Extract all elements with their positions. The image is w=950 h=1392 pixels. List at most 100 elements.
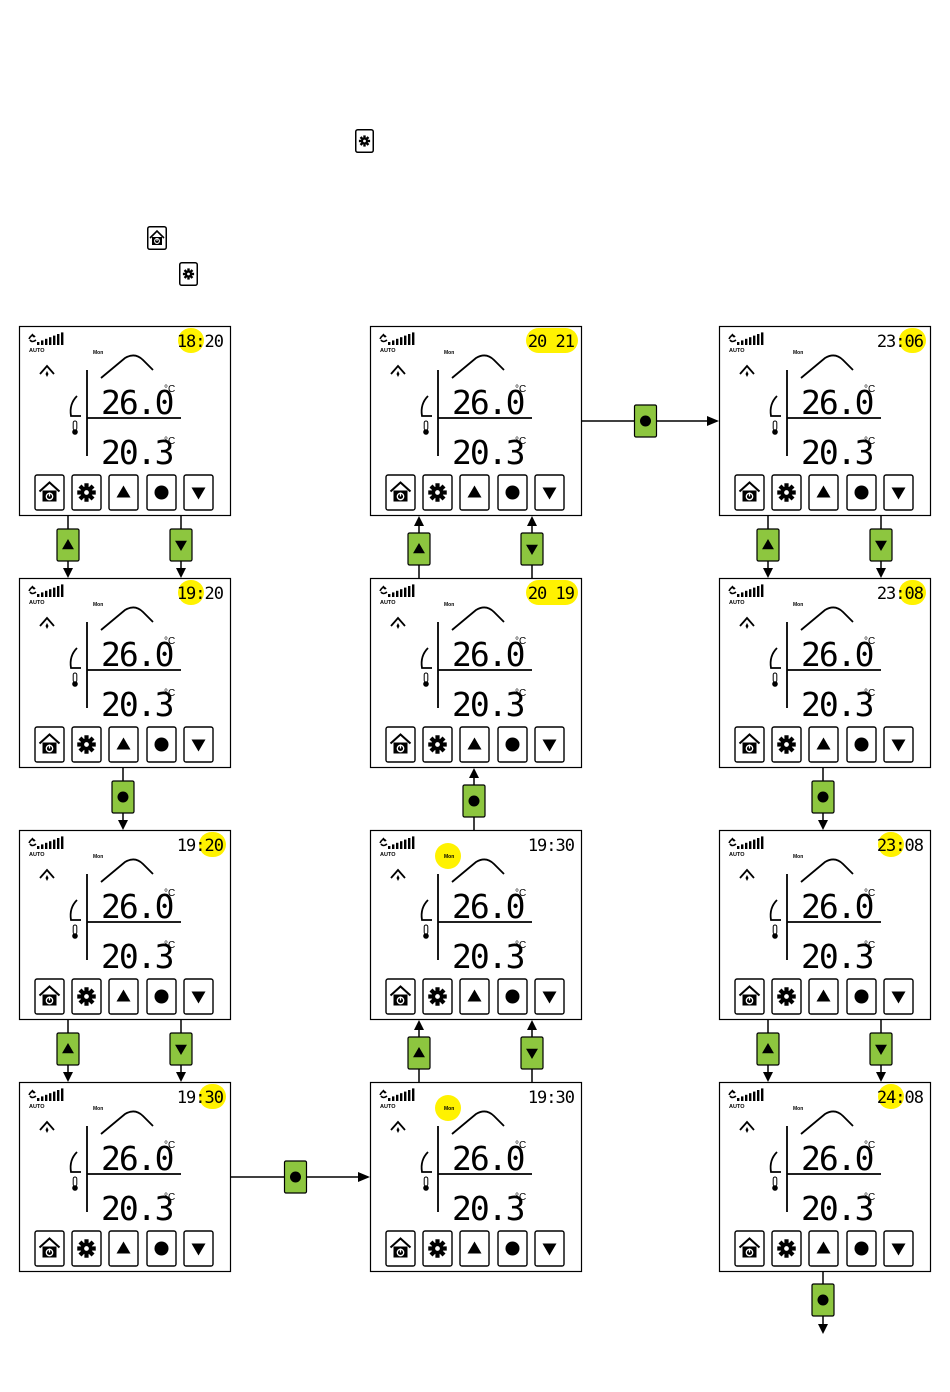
panel-button[interactable] <box>108 1230 139 1267</box>
panel-button[interactable] <box>497 474 528 511</box>
panel-button[interactable] <box>734 726 765 763</box>
fan-speed-bars <box>37 836 64 849</box>
panel-button[interactable] <box>771 474 802 511</box>
clock-time: 24:08 <box>877 1088 924 1108</box>
setpoint-unit: °C <box>864 384 875 395</box>
panel-button[interactable] <box>883 1230 914 1267</box>
gear-icon <box>777 735 796 754</box>
panel-button[interactable] <box>497 978 528 1015</box>
thermometer-icon <box>72 924 78 939</box>
panel-button[interactable] <box>422 1230 453 1267</box>
curve-lead <box>420 899 432 921</box>
panel-button[interactable] <box>385 978 416 1015</box>
room-temp-unit: °C <box>515 940 526 951</box>
panel-button[interactable] <box>108 978 139 1015</box>
panel-button[interactable] <box>34 978 65 1015</box>
room-temp-unit: °C <box>864 940 875 951</box>
panel-button[interactable] <box>34 474 65 511</box>
setpoint-unit: °C <box>164 384 175 395</box>
gear-icon <box>777 987 796 1006</box>
panel-button[interactable] <box>108 474 139 511</box>
clock-time: 20 21 <box>528 332 575 352</box>
panel-button[interactable] <box>34 726 65 763</box>
panel-button[interactable] <box>883 726 914 763</box>
flow-connector <box>169 516 193 578</box>
panel-button[interactable] <box>808 474 839 511</box>
arrow-head <box>763 568 773 578</box>
time-highlight <box>526 328 578 353</box>
heating-curve <box>451 1110 505 1135</box>
panel-button[interactable] <box>71 1230 102 1267</box>
heating-curve <box>100 858 154 883</box>
panel-button[interactable] <box>534 474 565 511</box>
panel-button[interactable] <box>146 726 177 763</box>
heat-mode-icon <box>739 364 755 377</box>
panel-button[interactable] <box>146 978 177 1015</box>
panel-button[interactable] <box>771 1230 802 1267</box>
panel-button[interactable] <box>459 1230 490 1267</box>
clock-time: 19:30 <box>528 836 575 856</box>
fan-icon <box>728 333 737 343</box>
panel-button[interactable] <box>385 474 416 511</box>
room-temp-unit: °C <box>164 1192 175 1203</box>
curve-lead <box>420 395 432 417</box>
panel-button[interactable] <box>534 726 565 763</box>
setpoint-value: 26.0 <box>452 383 524 422</box>
room-temp-unit: °C <box>164 940 175 951</box>
panel-button[interactable] <box>146 474 177 511</box>
setpoint-unit: °C <box>515 636 526 647</box>
day-label: Mon <box>793 1106 803 1112</box>
panel-button[interactable] <box>846 474 877 511</box>
panel-button[interactable] <box>34 1230 65 1267</box>
panel-button[interactable] <box>771 978 802 1015</box>
fan-icon <box>728 837 737 847</box>
circle-icon <box>854 485 869 500</box>
thermometer-icon <box>72 672 78 687</box>
curve-lead <box>69 899 81 921</box>
panel-button[interactable] <box>459 978 490 1015</box>
panel-button[interactable] <box>534 1230 565 1267</box>
panel-button[interactable] <box>459 474 490 511</box>
panel-button[interactable] <box>497 726 528 763</box>
gear-icon <box>77 987 96 1006</box>
clock-time: 18:20 <box>177 332 224 352</box>
panel-button[interactable] <box>846 978 877 1015</box>
panel-button[interactable] <box>846 1230 877 1267</box>
panel-button[interactable] <box>183 474 214 511</box>
panel-button[interactable] <box>734 474 765 511</box>
panel-button[interactable] <box>422 978 453 1015</box>
panel-button[interactable] <box>422 726 453 763</box>
panel-button[interactable] <box>497 1230 528 1267</box>
panel-button[interactable] <box>71 726 102 763</box>
panel-button[interactable] <box>183 978 214 1015</box>
panel-button[interactable] <box>846 726 877 763</box>
panel-button[interactable] <box>183 1230 214 1267</box>
gear-icon <box>428 987 447 1006</box>
panel-button[interactable] <box>883 474 914 511</box>
panel-button[interactable] <box>108 726 139 763</box>
step-button-up <box>56 1032 80 1066</box>
down-triangle-icon <box>542 487 557 500</box>
down-triangle-icon <box>175 1044 187 1055</box>
panel-button[interactable] <box>385 1230 416 1267</box>
panel-button[interactable] <box>146 1230 177 1267</box>
flow-connector <box>111 768 135 830</box>
panel-button[interactable] <box>183 726 214 763</box>
panel-button[interactable] <box>734 1230 765 1267</box>
panel-button[interactable] <box>422 474 453 511</box>
panel-button[interactable] <box>771 726 802 763</box>
day-label: Mon <box>793 602 803 608</box>
day-label: Mon <box>93 602 103 608</box>
panel-button[interactable] <box>808 1230 839 1267</box>
gear-icon <box>777 483 796 502</box>
panel-button[interactable] <box>883 978 914 1015</box>
panel-button[interactable] <box>459 726 490 763</box>
panel-button[interactable] <box>71 978 102 1015</box>
panel-button[interactable] <box>385 726 416 763</box>
panel-button[interactable] <box>71 474 102 511</box>
panel-button[interactable] <box>534 978 565 1015</box>
panel-button[interactable] <box>808 726 839 763</box>
panel-button[interactable] <box>734 978 765 1015</box>
room-temp-unit: °C <box>164 436 175 447</box>
panel-button[interactable] <box>808 978 839 1015</box>
